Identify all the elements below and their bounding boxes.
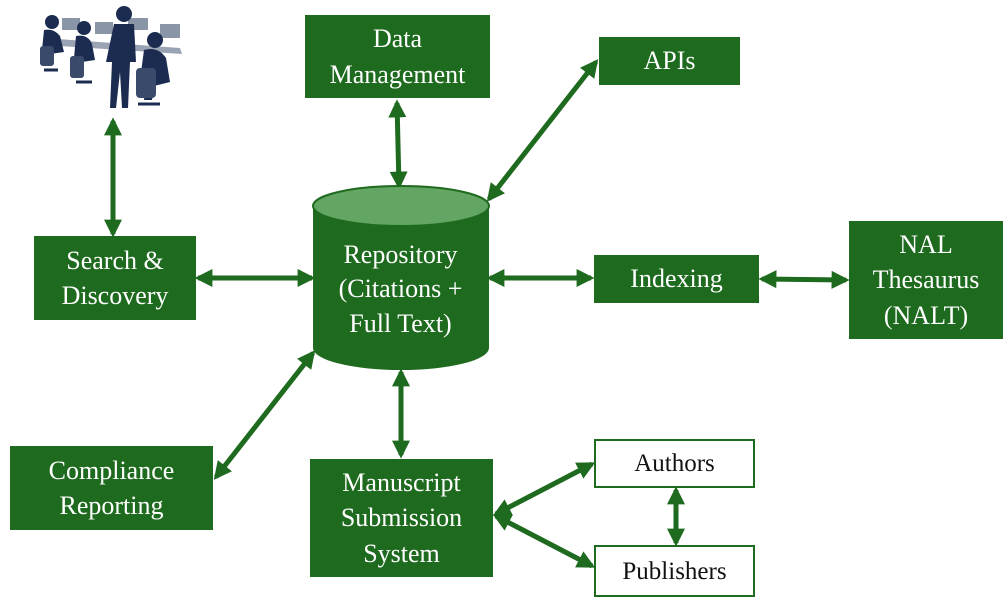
- manuscript-label-line2: Submission: [340, 503, 463, 533]
- nalt-label-line3: (NALT): [883, 300, 969, 330]
- authors-label: Authors: [634, 449, 715, 477]
- nalt-label-line1: NAL: [899, 230, 953, 260]
- compliance-reporting-box: Compliance Reporting: [10, 446, 213, 530]
- data-management-box: Data Management: [305, 15, 490, 98]
- search-discovery-box: Search & Discovery: [34, 236, 196, 320]
- repository-label-line2: (Citations +: [338, 274, 463, 304]
- authors-box: Authors: [594, 439, 755, 488]
- compliance-label-line2: Reporting: [59, 491, 164, 520]
- arrow-manuscript-publishers: [492, 513, 596, 569]
- arrow-compliance-repository: [213, 350, 316, 480]
- apis-label: APIs: [643, 46, 696, 76]
- compliance-label-line1: Compliance: [48, 455, 175, 485]
- repository-label-line1: Repository: [343, 240, 458, 269]
- publishers-box: Publishers: [594, 545, 755, 597]
- arrow-manuscript-authors: [492, 461, 596, 517]
- data-management-label-line2: Management: [329, 59, 466, 89]
- manuscript-label-line1: Manuscript: [342, 468, 461, 498]
- search-label-line2: Discovery: [61, 281, 169, 310]
- search-label-line1: Search &: [66, 245, 164, 275]
- arrow-repository-apis: [486, 59, 599, 202]
- nalt-label-line2: Thesaurus: [872, 265, 980, 295]
- nalt-box: NAL Thesaurus (NALT): [849, 221, 1003, 339]
- manuscript-submission-box: Manuscript Submission System: [310, 459, 493, 577]
- indexing-label: Indexing: [630, 264, 723, 294]
- repository-cylinder: [312, 185, 490, 370]
- data-management-label-line1: Data: [372, 24, 423, 54]
- apis-box: APIs: [599, 37, 740, 85]
- publishers-label: Publishers: [622, 558, 727, 585]
- indexing-box: Indexing: [594, 255, 759, 303]
- arrow-indexing-nalt: [758, 270, 850, 289]
- manuscript-label-line3: System: [363, 538, 440, 568]
- arrow-datamgmt-repository: [388, 99, 408, 190]
- repository-label: Repository (Citations + Full Text): [313, 238, 488, 341]
- repository-label-line3: Full Text): [349, 308, 452, 338]
